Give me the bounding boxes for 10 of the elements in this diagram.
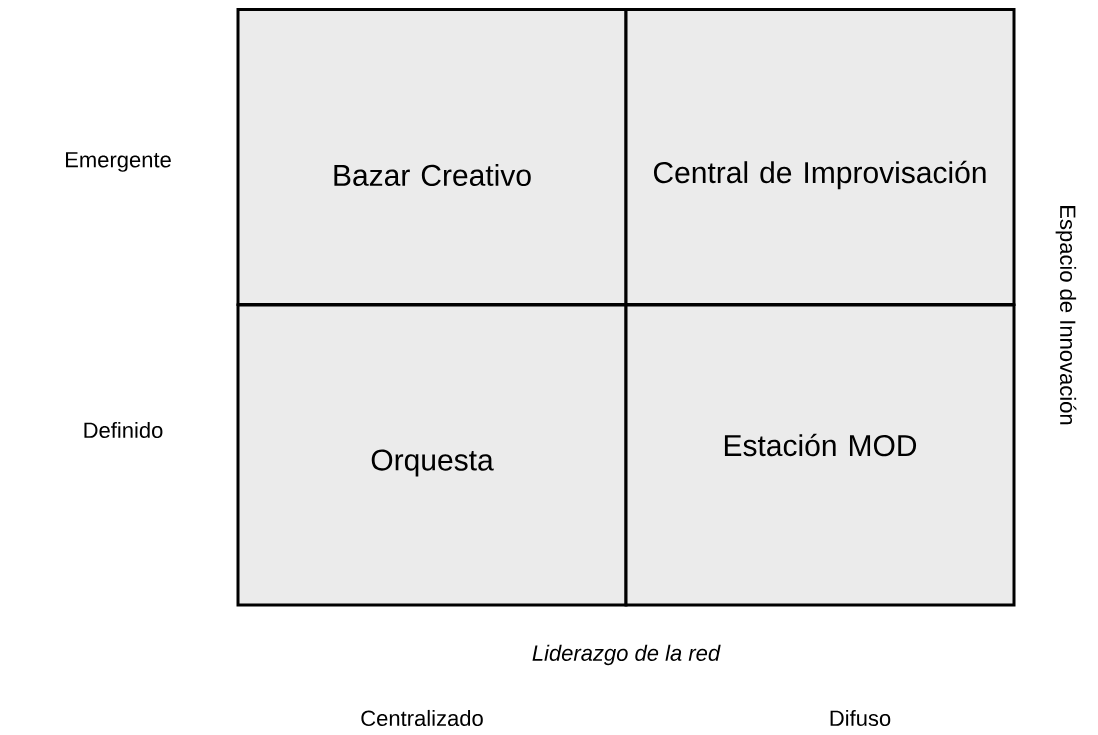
axis-label: Centralizado [361,709,483,727]
axis-label: Definido [84,421,163,439]
axis-label: Liderazgo de la red [532,644,721,666]
quadrant-box: Estación MOD [624,303,1016,607]
axis-label: Espacio de Innovación [1055,206,1077,425]
quadrant-box: Bazar Creativo [236,8,628,306]
quadrant-box: Orquesta [236,303,628,607]
axis-label: Emergente [66,152,171,172]
quadrant-box: Central de Improvisación [624,8,1016,306]
axis-label: Difuso [830,709,891,727]
